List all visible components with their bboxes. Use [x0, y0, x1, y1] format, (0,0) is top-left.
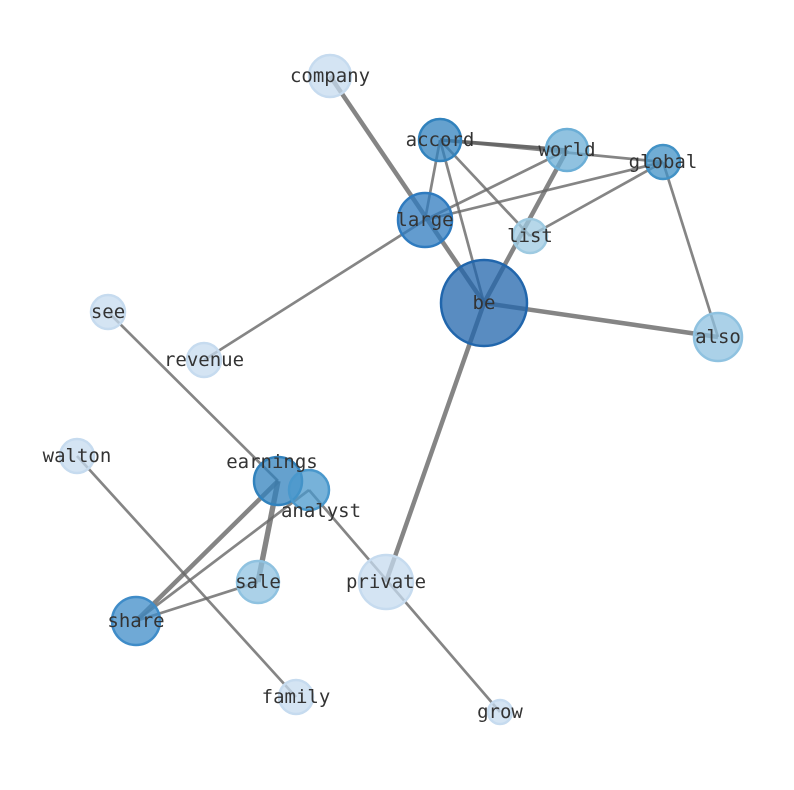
- node-label-grow: grow: [477, 701, 523, 723]
- node-sale[interactable]: [235, 559, 281, 605]
- node-label-company: company: [290, 65, 370, 87]
- node-accord[interactable]: [417, 117, 463, 163]
- node-label-share: share: [107, 610, 164, 632]
- node-see[interactable]: [89, 293, 127, 331]
- node-grow[interactable]: [486, 698, 514, 726]
- node-revenue[interactable]: [185, 341, 223, 379]
- edge-walton-family: [76, 455, 297, 698]
- node-list[interactable]: [511, 217, 549, 255]
- node-label-family: family: [262, 686, 331, 708]
- node-label-large: large: [396, 209, 453, 231]
- edge-earnings-share: [134, 479, 280, 623]
- node-label-accord: accord: [406, 129, 475, 151]
- node-label-analyst: analyst: [281, 500, 361, 522]
- node-family[interactable]: [277, 678, 315, 716]
- edge-large-revenue: [203, 218, 426, 362]
- edge-analyst-share: [135, 488, 310, 623]
- node-be[interactable]: [439, 258, 529, 348]
- node-large[interactable]: [396, 191, 454, 249]
- node-label-also: also: [695, 326, 741, 348]
- node-label-global: global: [629, 151, 698, 173]
- node-share[interactable]: [110, 595, 162, 647]
- edge-see-earnings: [107, 311, 279, 482]
- node-label-be: be: [473, 292, 496, 314]
- edge-global-also: [661, 161, 720, 338]
- edges-layer: [76, 74, 720, 713]
- labels-layer: company accord world global large list be also s…: [43, 65, 741, 723]
- node-label-revenue: revenue: [164, 349, 244, 371]
- node-global[interactable]: [644, 143, 682, 181]
- edge-global-list: [529, 160, 664, 238]
- edge-global-large: [424, 160, 664, 222]
- node-walton[interactable]: [58, 437, 96, 475]
- node-label-sale: sale: [235, 571, 281, 593]
- node-world[interactable]: [544, 127, 590, 173]
- nodes-layer: [58, 53, 744, 726]
- edge-company-be: [328, 74, 486, 305]
- edge-be-private: [383, 302, 487, 583]
- node-label-world: world: [538, 139, 595, 161]
- node-label-walton: walton: [43, 445, 112, 467]
- node-private[interactable]: [357, 553, 415, 611]
- node-label-list: list: [507, 225, 553, 247]
- node-also[interactable]: [692, 311, 744, 363]
- node-label-private: private: [346, 571, 426, 593]
- node-company[interactable]: [307, 53, 353, 99]
- node-label-earnings: earnings: [226, 451, 318, 473]
- node-label-see: see: [91, 301, 125, 323]
- node-analyst[interactable]: [287, 468, 331, 512]
